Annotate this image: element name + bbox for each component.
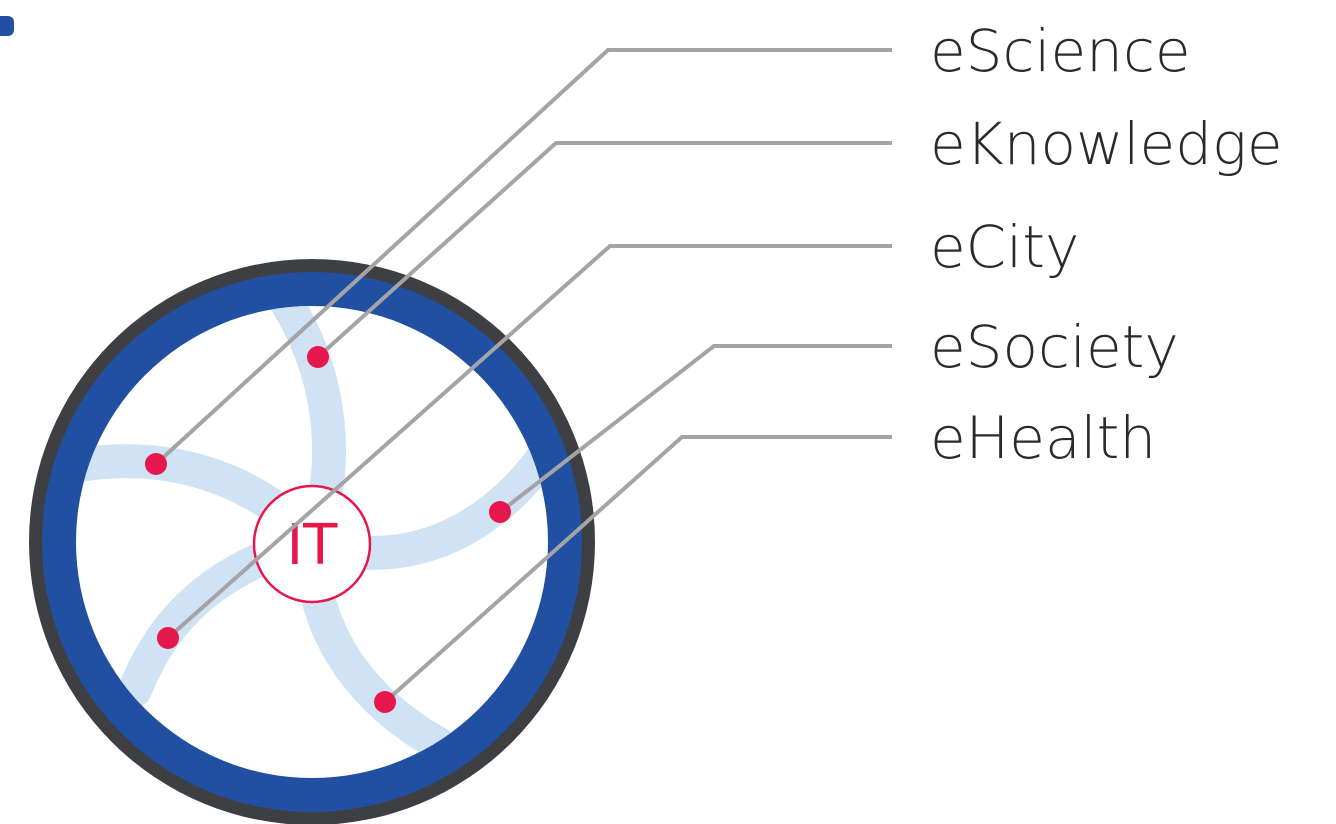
label-eknowledge: eKnowledge [930,110,1283,178]
corner-mark [0,16,14,36]
dot-escience [145,453,167,475]
dot-eknowledge [307,346,329,368]
label-escience: eScience [930,17,1191,85]
label-ehealth: eHealth [930,404,1156,472]
leader-lines [154,48,892,704]
leader-line-escience [154,48,892,466]
dots [145,346,511,713]
domain-labels: eScience eKnowledge eCity eSociety eHeal… [930,17,1283,472]
label-ecity: eCity [930,213,1079,281]
dot-ehealth [374,691,396,713]
label-esociety: eSociety [930,313,1179,381]
leader-line-esociety [498,344,892,514]
dot-ecity [157,627,179,649]
center-label: IT [287,513,339,578]
leader-line-eknowledge [316,141,892,359]
leader-line-ehealth [383,435,892,704]
center-circle [252,484,372,604]
leader-line-ecity [166,244,892,640]
dot-esociety [489,501,511,523]
